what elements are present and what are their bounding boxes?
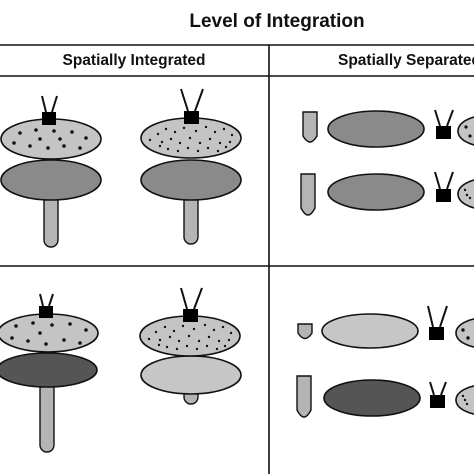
disc xyxy=(321,313,419,349)
receptor-antennae xyxy=(39,293,54,307)
speckle-dots xyxy=(10,321,88,346)
speckle-dots xyxy=(147,323,233,351)
separated-row-3 xyxy=(297,305,474,349)
receptor-box xyxy=(42,112,56,125)
separated-row-4 xyxy=(296,375,474,418)
disc xyxy=(327,173,425,211)
column-header-spatially-integrated: Spatially Integrated xyxy=(62,52,206,69)
receptor-box xyxy=(430,395,445,408)
speckled-disc-partial xyxy=(457,179,474,209)
lower-disc xyxy=(140,355,242,395)
speckled-disc-partial xyxy=(457,116,474,146)
stalk xyxy=(302,111,318,143)
receptor-antennae xyxy=(180,287,203,310)
separated-cell-top xyxy=(300,109,474,216)
lower-disc xyxy=(140,159,242,201)
integrated-cell-top xyxy=(0,88,242,248)
receptor-box xyxy=(183,309,198,322)
separated-row-1 xyxy=(302,109,474,148)
column-header-spatially-separated: Spatially Separated xyxy=(338,52,474,69)
receptor-box xyxy=(436,126,451,139)
speckled-disc-partial xyxy=(455,318,474,348)
receptor-box xyxy=(429,327,444,340)
lower-disc xyxy=(0,159,102,201)
disc xyxy=(323,379,421,417)
speckle-dots xyxy=(12,128,88,150)
separated-cell-bottom xyxy=(296,305,474,418)
separated-row-2 xyxy=(300,171,474,216)
receptor-box xyxy=(436,189,451,202)
diagram-title: Level of Integration xyxy=(189,11,365,32)
stalk xyxy=(39,381,55,453)
grid-lines xyxy=(0,44,474,474)
receptor-box xyxy=(39,306,53,318)
lower-disc xyxy=(0,352,98,388)
integrated-unit-sparse-bottom xyxy=(0,293,99,453)
integrated-unit-sparse-top xyxy=(0,95,102,248)
disc xyxy=(327,110,425,148)
integrated-cell-bottom xyxy=(0,287,242,453)
speckle-dots xyxy=(148,125,234,153)
receptor-antennae xyxy=(180,88,204,112)
integrated-unit-dense-bottom xyxy=(139,287,242,405)
receptor-antennae xyxy=(41,95,58,113)
receptor-antennae xyxy=(434,109,454,127)
integrated-unit-dense-top xyxy=(140,88,242,245)
receptor-antennae xyxy=(434,171,454,190)
stalk xyxy=(297,323,313,340)
stalk xyxy=(300,173,316,216)
stalk xyxy=(296,375,312,418)
speckled-disc xyxy=(0,313,99,353)
receptor-antennae xyxy=(429,381,447,396)
receptor-antennae xyxy=(427,305,448,328)
receptor-box xyxy=(184,111,199,124)
